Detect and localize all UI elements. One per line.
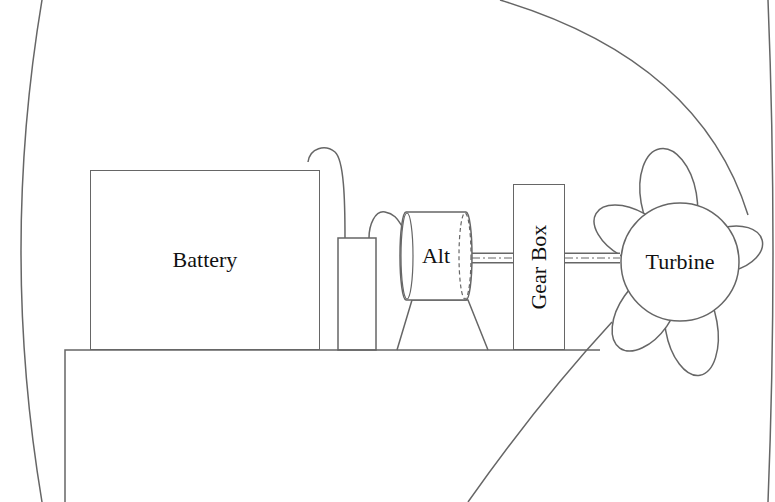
alternator-mount [397,300,488,350]
alternator-body: Alt [400,212,472,300]
shaft-centerline [565,258,620,259]
cylinder-end [459,213,471,299]
shaft-connector [565,253,620,264]
housing-outline [500,0,748,215]
battery-box: Battery [90,170,320,350]
shaft-core [565,254,620,262]
regulator-box [338,238,376,350]
shaft [472,258,513,259]
gearbox-box: Gear Box [513,184,565,350]
part-label: Turbine [646,250,715,274]
housing-outline [21,0,42,502]
cylinder-body [400,212,472,300]
part-label: Alt [422,244,450,268]
wire [369,212,402,238]
shaft-centerline [472,258,513,259]
turbine-hub: Turbine [620,202,740,322]
part-label: Gear Box [527,225,551,310]
shaft [565,258,620,259]
housing-outline [768,0,773,502]
shaft-core [472,254,513,262]
hub-circle [621,203,739,321]
shaft-connector [472,253,513,264]
platform [65,350,600,502]
part-label: Battery [173,248,238,272]
cylinder-end [401,213,413,299]
